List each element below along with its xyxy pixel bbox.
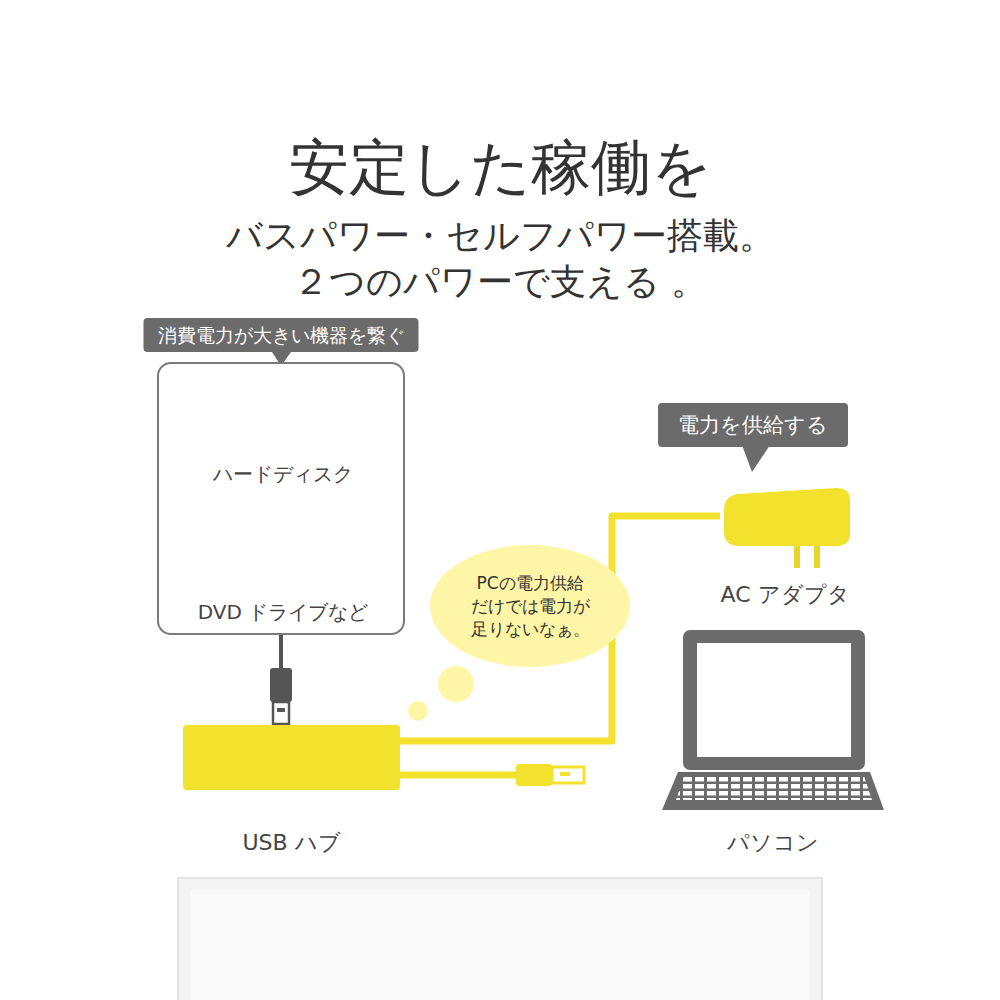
node-label: AC アダプタ [720,582,849,608]
ac-adapter [724,488,850,568]
usb-hub-box: USB ハブ [183,725,400,790]
thought-dot [438,666,474,702]
product-panel-inner [190,890,810,1000]
product-panel [178,878,822,1000]
ac-adapter-node: AC アダプタ [720,488,850,548]
node-label: ハードディスク [159,462,407,486]
thought-bubble: PCの電力供給 だけでは電力が 足りないなぁ。 [430,545,630,667]
node-label: 電力を供給する [678,412,828,438]
laptop [662,630,884,810]
node-label: USB ハブ [242,830,340,856]
callout-tail [742,445,770,472]
usb-cable [398,764,584,786]
device-item: ハードディスク [159,374,407,486]
cable-connector [400,516,720,741]
subtitle-line: バスパワー・セルフパワー搭載。 [0,212,1000,261]
callout-heading: 消費電力が大きい機器を繋ぐ [144,318,419,352]
thought-dot [408,701,428,721]
cable-connector [279,635,283,725]
node-label: パソコン [727,830,819,856]
bubble-outline [430,545,630,667]
callout-box: 電力を供給する [658,403,848,447]
title: 安定した稼働を [0,128,1000,209]
device-group-box: 消費電力が大きい機器を繋ぐハードディスクDVD ドライブなど [157,362,405,635]
device-item: DVD ドライブなど [159,504,407,624]
node-label: PCの電力供給 だけでは電力が 足りないなぁ。 [455,572,605,641]
usb-plug [270,668,292,724]
subtitle-line: ２つのパワーで支える 。 [0,258,1000,307]
node-label: DVD ドライブなど [159,600,407,624]
laptop-node: パソコン [665,630,881,810]
